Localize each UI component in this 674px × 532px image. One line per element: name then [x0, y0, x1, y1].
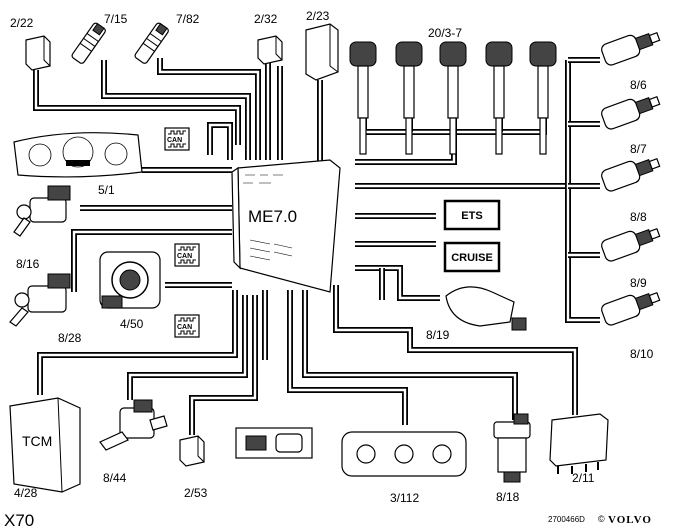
can-text-1: CAN — [167, 137, 182, 144]
valve-8-16 — [13, 185, 71, 237]
ignition-coils — [349, 41, 557, 155]
component-label-8-19: 8/19 — [426, 328, 450, 342]
component-label-8-7: 8/7 — [630, 142, 647, 156]
injector-8-9 — [601, 227, 661, 262]
component-labels: 2/22 7/15 7/82 2/32 2/23 20/3-7 8/6 8/7 8/8 8/9 8/… — [10, 9, 654, 505]
ets-label: ETS — [461, 210, 482, 222]
component-label-2-22: 2/22 — [10, 16, 34, 30]
valve-8-19 — [445, 286, 527, 331]
ecu-label: ME7.0 — [248, 207, 297, 226]
component-label-8-6: 8/6 — [630, 78, 647, 92]
component-label-8-9: 8/9 — [630, 276, 647, 290]
reference-code: 2700466D — [548, 515, 585, 524]
component-label-5-1: 5/1 — [98, 183, 115, 197]
component-label-8-8: 8/8 — [630, 210, 647, 224]
component-label-7-15: 7/15 — [104, 12, 128, 26]
can-bus-icon-2: CAN — [174, 243, 200, 267]
component-label-8-28: 8/28 — [58, 331, 82, 345]
volvo-logo: VOLVO — [608, 514, 652, 526]
relay-2-53 — [179, 435, 205, 467]
component-label-2-11: 2/11 — [572, 471, 595, 485]
component-label-2-23: 2/23 — [306, 9, 330, 23]
component-label-8-16: 8/16 — [16, 257, 40, 271]
component-label-8-44: 8/44 — [103, 471, 127, 485]
valve-8-44 — [99, 399, 168, 451]
component-label-4-50: 4/50 — [120, 317, 144, 331]
injector-8-6 — [601, 31, 661, 66]
ecu-me70: ME7.0 — [231, 159, 341, 293]
relay-2-23 — [305, 23, 339, 81]
tcm-label: TCM — [22, 433, 52, 449]
component-label-4-28: 4/28 — [14, 486, 38, 500]
ets-module: ETS — [443, 199, 501, 231]
component-label-8-10: 8/10 — [630, 347, 654, 361]
switch-box — [235, 427, 313, 459]
relay-2-22 — [25, 35, 51, 71]
can-text-2: CAN — [177, 253, 192, 260]
sensor-7-82 — [134, 22, 169, 64]
cruise-module: CRUISE — [443, 241, 501, 273]
instrument-cluster-5-1 — [13, 132, 143, 178]
valve-8-28 — [9, 273, 71, 327]
page-id: X70 — [4, 511, 34, 530]
relay-2-32 — [257, 35, 283, 65]
copyright-mark: © — [598, 514, 605, 524]
valve-8-18 — [493, 413, 531, 483]
can-bus-icon-1: CAN — [164, 127, 190, 151]
component-label-2-53: 2/53 — [184, 486, 208, 500]
component-label-8-18: 8/18 — [496, 490, 520, 504]
component-label-2-32: 2/32 — [254, 12, 278, 26]
component-label-20-3-7: 20/3-7 — [428, 26, 462, 40]
cruise-label: CRUISE — [451, 252, 493, 264]
injector-8-8 — [601, 157, 661, 192]
component-label-3-112: 3/112 — [390, 491, 419, 505]
component-label-7-82: 7/82 — [176, 12, 200, 26]
can-text-3: CAN — [177, 324, 192, 331]
tcm-4-28: TCM — [9, 397, 81, 493]
injector-8-10 — [601, 291, 661, 326]
sensor-7-15 — [71, 22, 106, 64]
can-bus-icon-3: CAN — [174, 314, 200, 338]
relay-2-11 — [549, 413, 609, 474]
injector-8-7 — [601, 95, 661, 130]
climate-panel-3-112 — [341, 431, 467, 477]
throttle-unit-4-50 — [99, 251, 161, 309]
